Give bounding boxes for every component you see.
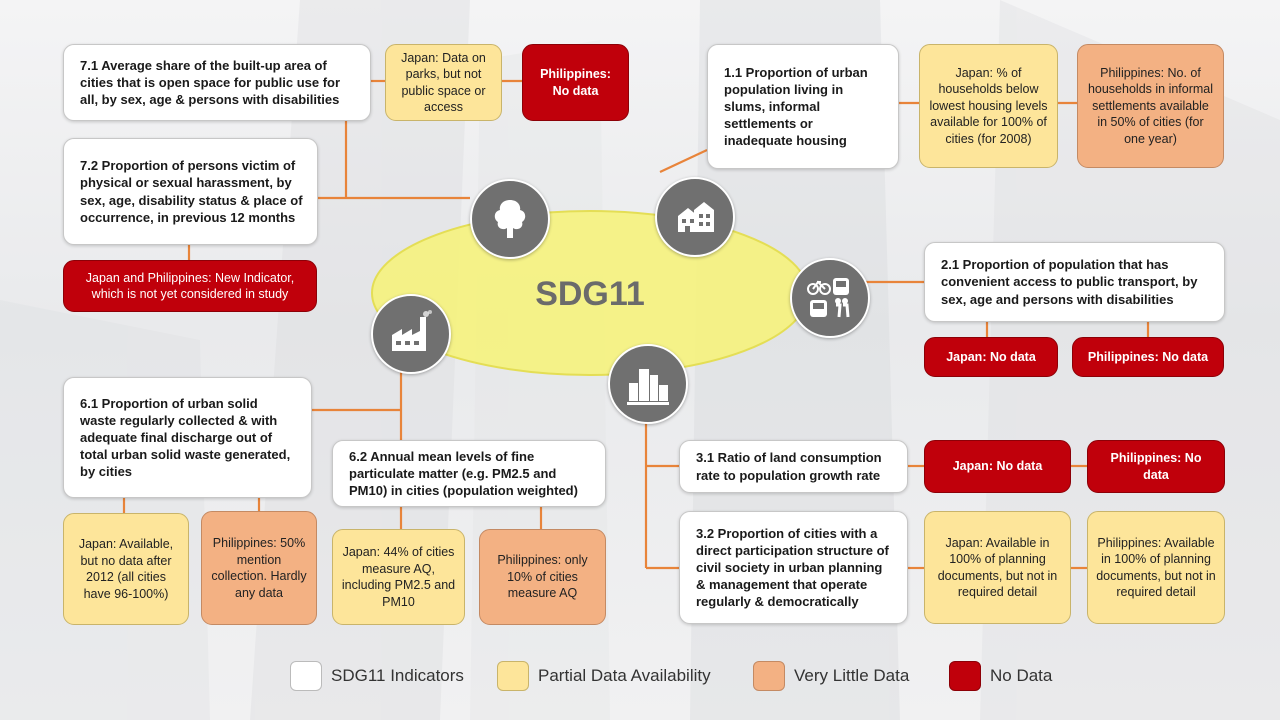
- indicator-2-1-philippines: Philippines: No data: [1072, 337, 1224, 377]
- legend-indicators: SDG11 Indicators: [290, 660, 464, 692]
- indicator-3-1: 3.1 Ratio of land consumption rate to po…: [679, 440, 908, 493]
- legend-swatch-yellow: [497, 661, 529, 691]
- indicator-1-1-japan: Japan: % of households below lowest hous…: [919, 44, 1058, 168]
- indicator-3-1-philippines: Philippines: No data: [1087, 440, 1225, 493]
- connector-lines: [122, 79, 1150, 570]
- indicator-7-1-japan: Japan: Data on parks, but not public spa…: [385, 44, 502, 121]
- indicator-1-1: 1.1 Proportion of urban population livin…: [707, 44, 899, 169]
- indicator-6-2-japan: Japan: 44% of cities measure AQ, includi…: [332, 529, 465, 625]
- indicator-6-1: 6.1 Proportion of urban solid waste regu…: [63, 377, 312, 498]
- legend-partial: Partial Data Availability: [497, 660, 711, 692]
- city-buildings-icon: [608, 344, 688, 424]
- transport-icon: [790, 258, 870, 338]
- legend-label: SDG11 Indicators: [331, 666, 464, 685]
- legend-label: Partial Data Availability: [538, 666, 711, 685]
- indicator-7-1-philippines: Philippines: No data: [522, 44, 629, 121]
- factory-icon: [371, 294, 451, 374]
- legend-swatch-white: [290, 661, 322, 691]
- indicator-6-1-japan: Japan: Available, but no data after 2012…: [63, 513, 189, 625]
- legend-label: No Data: [990, 666, 1053, 685]
- indicator-3-2-philippines: Philippines: Available in 100% of planni…: [1087, 511, 1225, 624]
- indicator-6-1-philippines: Philippines: 50% mention collection. Har…: [201, 511, 317, 625]
- indicator-7-2-both: Japan and Philippines: New Indicator, wh…: [63, 260, 317, 312]
- indicator-7-1: 7.1 Average share of the built-up area o…: [63, 44, 371, 121]
- indicator-6-2: 6.2 Annual mean levels of fine particula…: [332, 440, 606, 507]
- indicator-1-1-philippines: Philippines: No. of households in inform…: [1077, 44, 1224, 168]
- sdg11-title: SDG11: [535, 275, 645, 313]
- legend-swatch-orange: [753, 661, 785, 691]
- legend-no-data: No Data: [949, 660, 1052, 692]
- legend-very-little: Very Little Data: [753, 660, 909, 692]
- indicator-2-1-japan: Japan: No data: [924, 337, 1058, 377]
- indicator-2-1: 2.1 Proportion of population that has co…: [924, 242, 1225, 322]
- indicator-3-2: 3.2 Proportion of cities with a direct p…: [679, 511, 908, 624]
- tree-icon: [470, 179, 550, 259]
- indicator-7-2: 7.2 Proportion of persons victim of phys…: [63, 138, 318, 245]
- indicator-3-1-japan: Japan: No data: [924, 440, 1071, 493]
- legend-label: Very Little Data: [794, 666, 910, 685]
- houses-icon: [655, 177, 735, 257]
- indicator-3-2-japan: Japan: Available in 100% of planning doc…: [924, 511, 1071, 624]
- legend-swatch-red: [949, 661, 981, 691]
- indicator-6-2-philippines: Philippines: only 10% of cities measure …: [479, 529, 606, 625]
